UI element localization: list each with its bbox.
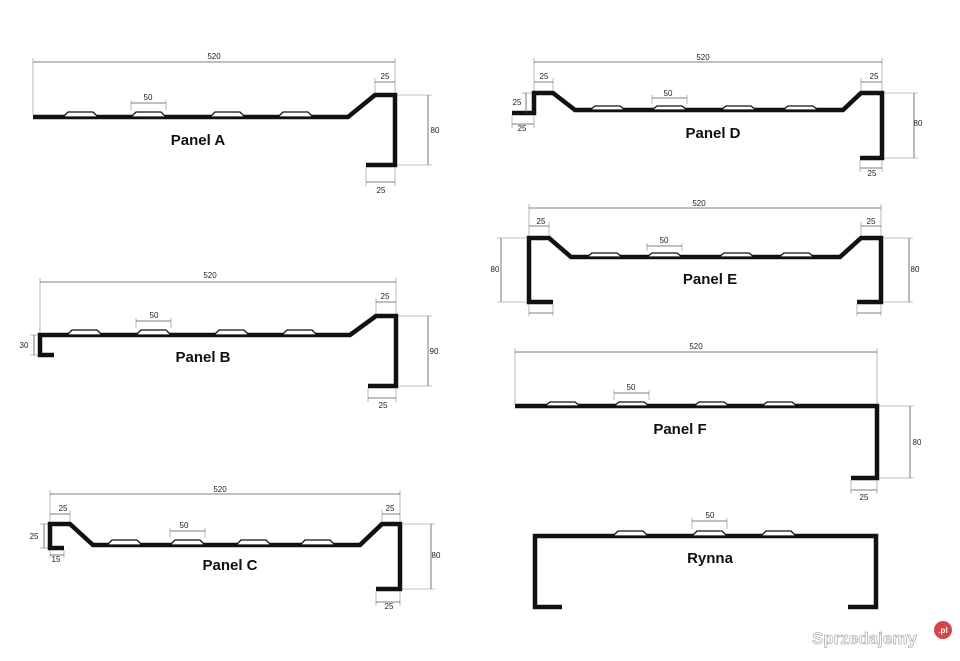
panel-f-ribs: [543, 401, 799, 407]
panel-d-left-height-label: 25: [513, 98, 522, 107]
panel-e-width-label: 520: [692, 199, 706, 208]
panel-b: 520 25 50 90 30 25 Panel B: [20, 271, 439, 410]
panel-d: 520 25 25 50 80 25 25 25 Panel D: [511, 53, 923, 178]
panel-d-height-label: 80: [914, 119, 923, 128]
panel-b-title: Panel B: [175, 349, 230, 366]
panel-b-width-label: 520: [203, 271, 217, 280]
panel-d-bottom-lip-label: 25: [868, 169, 877, 178]
panel-e-dimensions: [497, 204, 913, 316]
watermark-text: Sprzedajemy: [812, 629, 917, 648]
panel-e-profile: [526, 235, 884, 305]
panel-a-width-label: 520: [207, 52, 221, 61]
rynna-ribs: [611, 530, 798, 537]
panel-c-profile: [47, 521, 403, 592]
panel-c-width-label: 520: [213, 485, 227, 494]
panel-d-ribs: [588, 105, 820, 111]
panel-f-bottom-lip-label: 25: [860, 493, 869, 502]
panel-b-bottom-lip-label: 25: [379, 401, 388, 410]
panel-e-left-flange-label: 25: [537, 217, 546, 226]
panel-a-bottom-lip-label: 25: [377, 186, 386, 195]
panel-a-height-label: 80: [431, 126, 440, 135]
panel-b-ribs: [65, 329, 319, 336]
panel-d-left-lip-label: 25: [518, 124, 527, 133]
watermark: Sprzedajemy .pl: [812, 621, 952, 648]
panel-e-title: Panel E: [683, 271, 737, 288]
panel-b-profile: [37, 313, 399, 389]
panel-c-ribs: [105, 539, 337, 546]
panel-b-height-label: 90: [430, 347, 439, 356]
panel-c-bottom-lip-label: 25: [385, 602, 394, 611]
panel-d-dimensions: [511, 58, 918, 172]
panel-a: 520 25 50 80 25 Panel A: [32, 52, 440, 195]
watermark-badge-icon: [934, 621, 952, 639]
panel-a-top-flange-label: 25: [381, 72, 390, 81]
panel-c-height-label: 80: [432, 551, 441, 560]
panel-e: 520 25 25 50 80 80 Panel E: [491, 199, 920, 316]
panel-e-right-flange-label: 25: [867, 217, 876, 226]
panel-d-width-label: 520: [696, 53, 710, 62]
panel-b-rib-label: 50: [150, 311, 159, 320]
rynna-rib-label: 50: [706, 511, 715, 520]
panel-a-title: Panel A: [171, 132, 226, 149]
panel-c-rib-label: 50: [180, 521, 189, 530]
panel-d-title: Panel D: [685, 125, 740, 142]
panel-c-title: Panel C: [202, 557, 257, 574]
panel-e-rib-label: 50: [660, 236, 669, 245]
rynna: 50 Rynna: [532, 511, 879, 610]
panel-c-left-flange-label: 25: [59, 504, 68, 513]
panel-f-profile: [515, 403, 880, 481]
panel-a-dimensions: [32, 58, 432, 186]
panel-f: 520 50 80 25 Panel F: [514, 342, 922, 502]
panel-a-rib-label: 50: [144, 93, 153, 102]
panel-c-right-flange-label: 25: [386, 504, 395, 513]
panel-f-dimensions: [514, 348, 914, 494]
panel-f-title: Panel F: [653, 421, 706, 438]
panel-c-dimensions: [40, 490, 435, 606]
panel-d-right-flange-label: 25: [870, 72, 879, 81]
panel-d-profile: [512, 90, 885, 161]
panel-d-left-flange-label: 25: [540, 72, 549, 81]
panel-c-left-lip-label: 15: [52, 555, 61, 564]
rynna-title: Rynna: [687, 550, 734, 567]
panel-a-ribs: [61, 111, 315, 118]
panel-b-top-flange-label: 25: [381, 292, 390, 301]
panel-e-left-height-label: 80: [491, 265, 500, 274]
panel-c: 520 25 25 50 80 25 15 25 Panel C: [30, 485, 441, 611]
panel-a-profile: [33, 92, 398, 168]
panel-e-ribs: [585, 252, 816, 258]
panel-c-left-height-label: 25: [30, 532, 39, 541]
panel-b-dimensions: [30, 278, 432, 402]
panel-d-rib-label: 50: [664, 89, 673, 98]
panel-b-left-height-label: 30: [20, 341, 29, 350]
panel-f-rib-label: 50: [627, 383, 636, 392]
rynna-profile: [532, 533, 879, 610]
panel-e-right-height-label: 80: [911, 265, 920, 274]
panel-f-height-label: 80: [913, 438, 922, 447]
watermark-badge-text: .pl: [938, 626, 947, 635]
panel-f-width-label: 520: [689, 342, 703, 351]
rynna-dimensions: [691, 518, 728, 529]
